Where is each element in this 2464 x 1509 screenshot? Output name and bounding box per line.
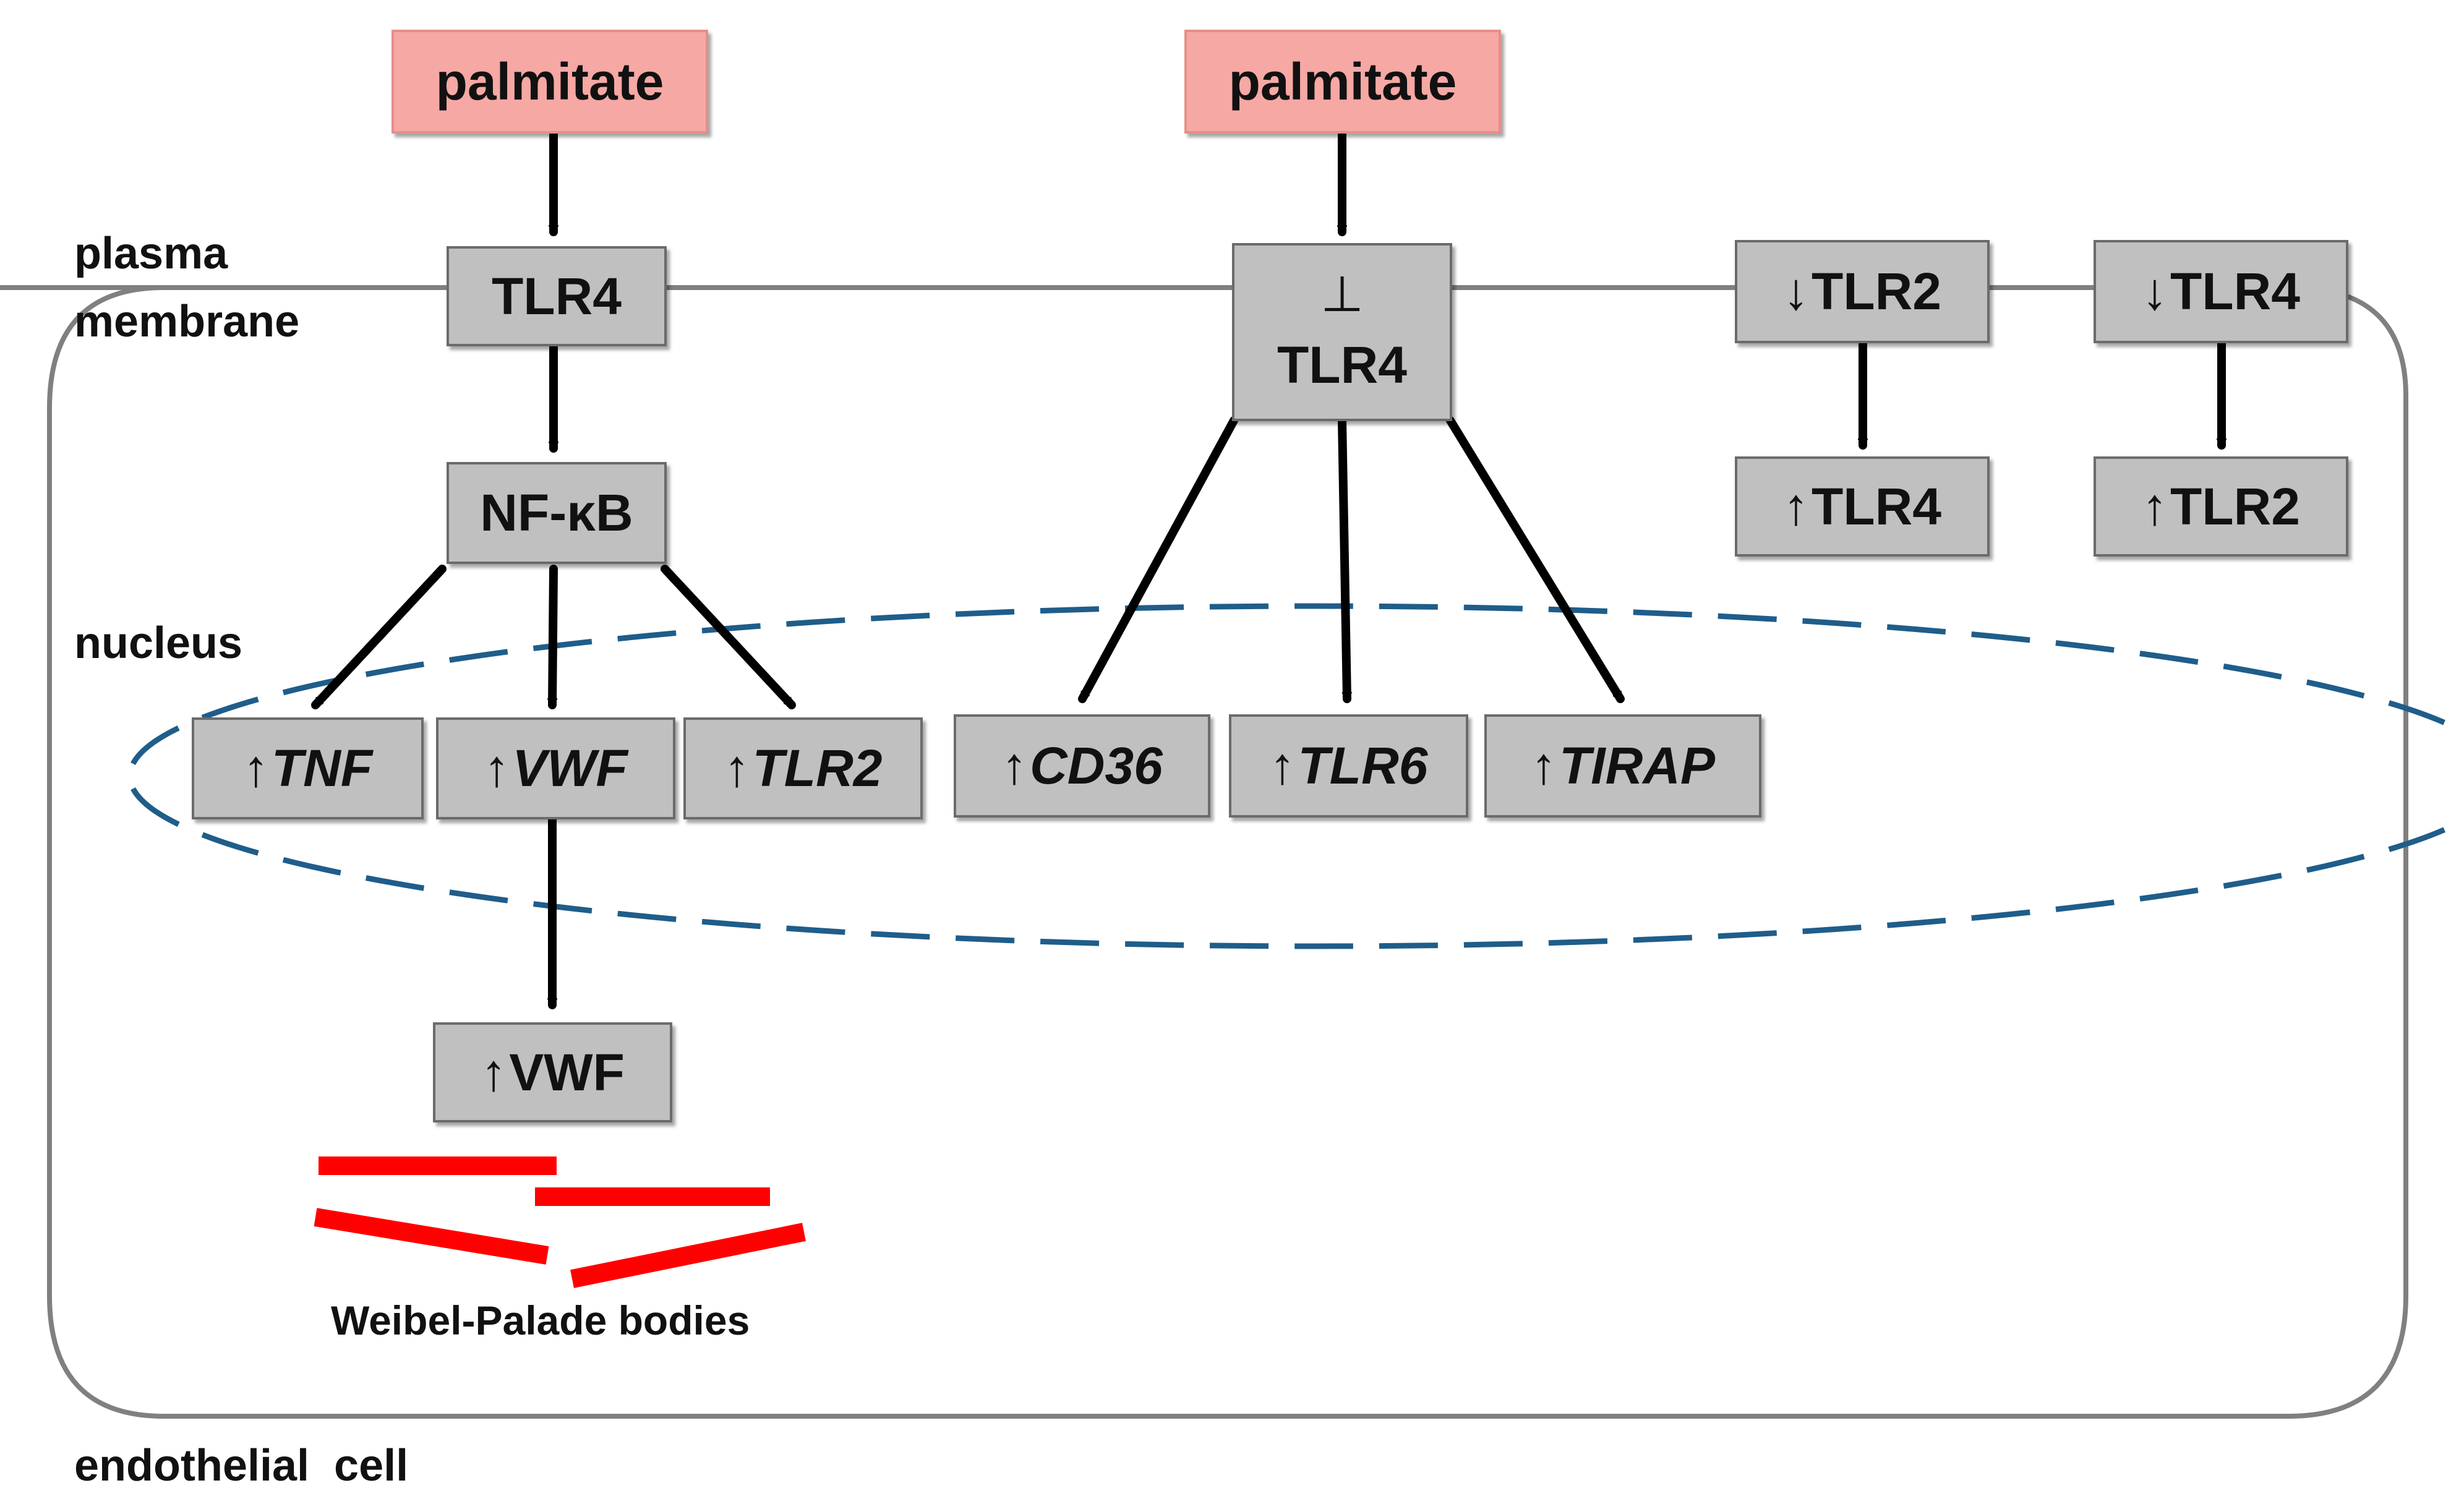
tlr4-receptor-left-text: TLR4 bbox=[492, 267, 622, 325]
plasma-membrane-label: plasma membrane bbox=[74, 220, 299, 356]
weibel-palade-bodies bbox=[314, 1156, 806, 1288]
palmitate-right: palmitate bbox=[1184, 30, 1501, 134]
up-arrow-icon: ↑ bbox=[1269, 737, 1296, 795]
palmitate-right-text: palmitate bbox=[1228, 52, 1457, 111]
up-arrow-icon: ↑ bbox=[1783, 477, 1809, 536]
gene-tlr2: ↑ TLR2 bbox=[683, 717, 923, 819]
up-arrow-icon: ↑ bbox=[242, 739, 269, 797]
arrow-nfkb-tnf bbox=[311, 565, 447, 709]
palmitate-left-text: palmitate bbox=[435, 52, 664, 111]
up-tlr4-text: TLR4 bbox=[1812, 477, 1941, 536]
arrow-nfkb-vwf bbox=[547, 565, 558, 709]
tlr4-receptor-center-text: TLR4 bbox=[1277, 335, 1407, 394]
endothelial-cell-label: endothelial cell bbox=[74, 1441, 409, 1490]
gene-tnf-text: TNF bbox=[271, 739, 373, 797]
nucleus-label: nucleus bbox=[74, 618, 243, 668]
gene-vwf: ↑ VWF bbox=[436, 717, 675, 819]
arrow-tlr4-cd36 bbox=[1078, 416, 1238, 703]
up-arrow-icon: ↑ bbox=[724, 739, 750, 797]
plasma-membrane-label-line1: plasma bbox=[74, 229, 228, 278]
vwf-protein: ↑ VWF bbox=[433, 1022, 672, 1122]
tlr4-receptor-left: TLR4 bbox=[447, 246, 667, 346]
tlr4-receptor-center: ⊥ TLR4 bbox=[1232, 243, 1452, 421]
gene-tirap-text: TIRAP bbox=[1559, 737, 1715, 795]
gene-tirap: ↑ TIRAP bbox=[1484, 714, 1761, 818]
vwf-protein-text: VWF bbox=[509, 1043, 625, 1101]
arrow-tlr4-tirap bbox=[1446, 416, 1625, 703]
gene-tlr6: ↑ TLR6 bbox=[1229, 714, 1468, 818]
weibel-palade-label: Weibel-Palade bodies bbox=[331, 1297, 750, 1343]
up-tlr2-protein: ↑ TLR2 bbox=[2094, 456, 2348, 557]
up-arrow-icon: ↑ bbox=[481, 1043, 507, 1101]
up-arrow-icon: ↑ bbox=[1531, 737, 1557, 795]
plasma-membrane-label-line2: membrane bbox=[74, 297, 300, 346]
gene-cd36: ↑ CD36 bbox=[954, 714, 1210, 818]
down-tlr2-receptor: ↓ TLR2 bbox=[1735, 240, 1990, 343]
inhibition-icon: ⊥ bbox=[1320, 266, 1364, 322]
down-arrow-icon: ↓ bbox=[1783, 262, 1809, 320]
nucleus-envelope bbox=[127, 603, 2464, 949]
gene-cd36-text: CD36 bbox=[1030, 737, 1163, 795]
weibel-palade-body bbox=[314, 1208, 549, 1265]
gene-tlr2-text: TLR2 bbox=[752, 739, 883, 797]
up-tlr2-text: TLR2 bbox=[2170, 477, 2300, 536]
down-tlr2-text: TLR2 bbox=[1812, 262, 1941, 320]
up-arrow-icon: ↑ bbox=[2142, 477, 2168, 536]
up-arrow-icon: ↑ bbox=[1001, 737, 1028, 795]
down-arrow-icon: ↓ bbox=[2142, 262, 2168, 320]
arrow-tlr4-tlr6 bbox=[1338, 416, 1353, 703]
palmitate-left: palmitate bbox=[391, 30, 708, 134]
up-tlr4-protein: ↑ TLR4 bbox=[1735, 456, 1990, 557]
up-arrow-icon: ↑ bbox=[484, 739, 510, 797]
cell-outline bbox=[47, 285, 2408, 1419]
gene-tnf: ↑ TNF bbox=[192, 717, 424, 819]
arrow-nfkb-tlr2 bbox=[661, 565, 796, 709]
down-tlr4-receptor: ↓ TLR4 bbox=[2094, 240, 2348, 343]
down-tlr4-text: TLR4 bbox=[2170, 262, 2300, 320]
nfkb-node: NF-κB bbox=[447, 462, 667, 564]
nfkb-text: NF-κB bbox=[480, 484, 633, 542]
gene-tlr6-text: TLR6 bbox=[1298, 737, 1428, 795]
weibel-palade-body bbox=[570, 1223, 806, 1288]
gene-vwf-text: VWF bbox=[512, 739, 628, 797]
